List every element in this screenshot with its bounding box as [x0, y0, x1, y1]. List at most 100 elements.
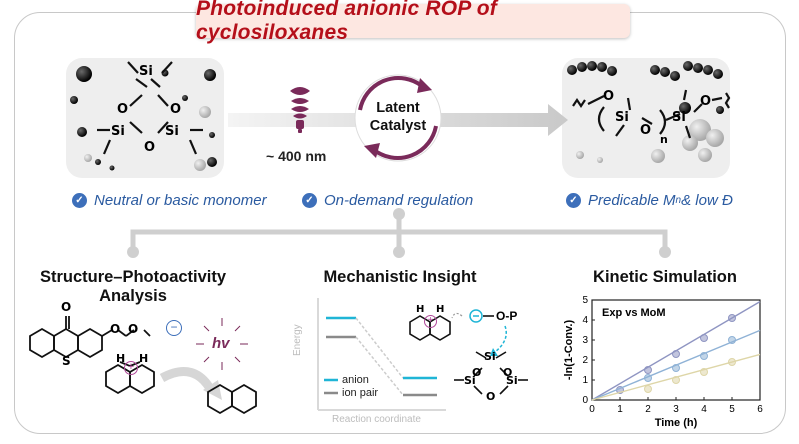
data-point: [728, 336, 736, 344]
feature-label-pre: Predicable M: [588, 192, 676, 209]
hv-burst-icon: [196, 318, 248, 370]
mech-h-left: H: [416, 304, 425, 315]
catalyst-label: Latent Catalyst: [360, 99, 436, 135]
ring-o-right: O: [503, 366, 513, 379]
atom-s: S: [62, 354, 71, 368]
hv-label: hv: [212, 335, 230, 352]
catalyst-cycle: [354, 74, 442, 162]
data-point: [700, 368, 708, 376]
poly-o-2: O: [640, 123, 652, 138]
page-title: Photoinduced anionic ROP of cyclosiloxan…: [196, 0, 497, 44]
y-tick-label: 2: [582, 355, 588, 366]
ring-si-right: Si: [506, 374, 518, 387]
feature-label: Neutral or basic monomer: [94, 192, 267, 209]
ring-si-top: Si: [484, 350, 496, 363]
energy-diagram: [317, 298, 446, 411]
small-ring-structure: [454, 351, 528, 395]
catalyst-line1: Latent: [376, 100, 420, 116]
x-tick-label: 1: [617, 404, 623, 415]
atom-o-bottom: O: [144, 140, 156, 155]
feature-on-demand: ✓ On-demand regulation: [302, 192, 473, 209]
section-structure-title: Structure–Photoactivity Analysis: [28, 268, 238, 306]
section-mechanism-title: Mechanistic Insight: [323, 268, 477, 286]
data-point: [672, 350, 680, 358]
tbd-structure: [207, 383, 257, 415]
check-icon: ✓: [72, 193, 87, 208]
y-tick-label: 0: [582, 395, 588, 406]
atom-h-right: H: [139, 352, 149, 365]
data-point: [672, 376, 680, 384]
ring-o-left: O: [472, 366, 482, 379]
poly-o-1: O: [603, 89, 615, 104]
title-banner: Photoinduced anionic ROP of cyclosiloxan…: [196, 0, 630, 44]
feature-label-post: & low Đ: [681, 192, 733, 209]
polymer-structure: [572, 89, 731, 139]
polymer-chains: [567, 61, 724, 163]
poly-n: n: [660, 133, 668, 146]
x-tick-label: 5: [729, 404, 735, 415]
data-point: [728, 358, 736, 366]
feature-neutral-monomer: ✓ Neutral or basic monomer: [72, 192, 267, 209]
mech-cation-plus-icon: +: [424, 315, 437, 328]
atom-o-ester2: O: [128, 322, 139, 336]
poly-si-1: Si: [615, 110, 629, 125]
structure-line2: Analysis: [99, 287, 167, 305]
x-tick-label: 2: [645, 404, 651, 415]
ring-si-left: Si: [464, 374, 476, 387]
atom-si-right: Si: [165, 124, 179, 139]
poly-o-3: O: [700, 94, 712, 109]
ring-o-bottom: O: [486, 390, 496, 403]
y-tick-label: 1: [582, 375, 588, 386]
x-tick-label: 3: [673, 404, 679, 415]
y-tick-label: 3: [582, 335, 588, 346]
transform-arrow: [159, 367, 216, 395]
y-axis-label: -ln(1-Conv.): [563, 320, 575, 381]
catalyst-line2: Catalyst: [369, 118, 427, 134]
section-connector: [127, 208, 671, 258]
poly-si-2: Si: [672, 110, 686, 125]
data-point: [644, 366, 652, 374]
data-point: [700, 334, 708, 342]
data-point: [672, 364, 680, 372]
feature-label-sub: n: [675, 195, 682, 206]
atom-h-left: H: [116, 352, 126, 365]
structure-line1: Structure–Photoactivity: [39, 268, 227, 286]
legend-anion: anion: [342, 374, 369, 386]
chart-legend: Exp vs MoM: [602, 307, 666, 319]
atom-o-carbonyl: O: [61, 300, 72, 314]
light-wavelength: ~ 400 nm: [266, 148, 327, 164]
bulb-icon: [290, 87, 310, 133]
x-tick-label: 4: [701, 404, 707, 415]
reaction-coordinate-label: Reaction coordinate: [332, 414, 421, 425]
energy-axis-label: Energy: [292, 324, 303, 356]
atom-o-right: O: [170, 102, 182, 117]
tbd-cation-structure: [409, 315, 451, 341]
data-point: [644, 385, 652, 393]
data-point: [644, 374, 652, 382]
monomer-particles: [70, 66, 217, 171]
x-tick-label: 0: [589, 404, 595, 415]
y-tick-label: 4: [582, 315, 588, 326]
data-point: [728, 314, 736, 322]
data-point: [700, 352, 708, 360]
check-icon: ✓: [302, 193, 317, 208]
feature-label: On-demand regulation: [324, 192, 474, 209]
atom-o-ester1: O: [110, 322, 121, 336]
x-axis-label: Time (h): [655, 417, 698, 429]
carboxylate-anion-icon: −: [166, 320, 182, 336]
y-tick-label: 5: [582, 295, 588, 306]
nucleophile-attack: [451, 309, 507, 356]
x-tick-label: 6: [757, 404, 763, 415]
section-kinetic-title: Kinetic Simulation: [593, 268, 737, 286]
check-icon: ✓: [566, 193, 581, 208]
nucleophile-label: O-P: [496, 309, 518, 323]
atom-si-top: Si: [139, 64, 153, 79]
cation-plus-icon: +: [124, 361, 138, 375]
legend-ion-pair: ion pair: [342, 387, 379, 399]
mech-h-right: H: [436, 304, 445, 315]
cyclosiloxane-ring: [97, 61, 203, 155]
atom-si-left: Si: [111, 124, 125, 139]
